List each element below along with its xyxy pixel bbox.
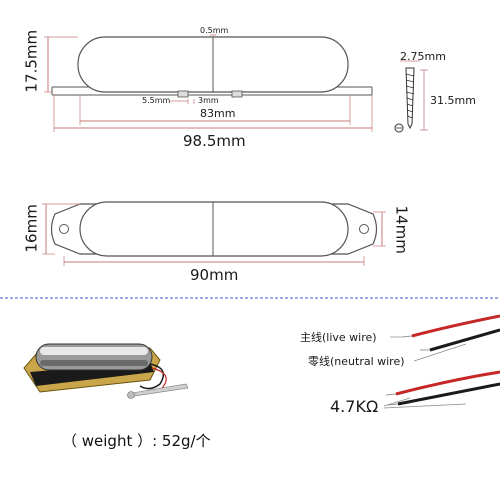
live-wire-red <box>411 314 500 338</box>
wire-bundle <box>383 314 500 409</box>
top-total-length-label: 98.5mm <box>183 132 246 150</box>
screw-shaft <box>405 67 415 130</box>
weight-text: （ weight ）: 52g/个 <box>62 432 211 450</box>
base-pickup-cover <box>79 201 349 257</box>
resistor-wire-black <box>397 382 500 406</box>
top-inner-length-label: 83mm <box>200 107 236 120</box>
base-view <box>42 201 386 266</box>
screw-width-label: 2.75mm <box>400 50 446 63</box>
base-hole-right <box>359 224 369 234</box>
screw-length-label: 31.5mm <box>430 94 476 107</box>
resistor-label: 4.7KΩ <box>330 397 379 416</box>
screw-drawing <box>394 60 428 133</box>
top-screw-left <box>177 90 189 98</box>
live-wire-black <box>429 328 500 352</box>
base-hole-left <box>59 224 69 234</box>
top-view <box>44 34 373 132</box>
resistor-wire-red <box>395 370 500 396</box>
live-wire-label: 主线(live wire) <box>300 331 377 344</box>
base-height-label: 16mm <box>22 204 41 253</box>
top-height-label: 17.5mm <box>22 29 41 93</box>
base-length-label: 90mm <box>190 266 239 284</box>
base-right-height-label: 14mm <box>392 205 411 254</box>
top-screw-size-label: 3mm <box>198 96 219 105</box>
neutral-wire-label: 零线(neutral wire) <box>308 355 405 368</box>
top-screw-offset-label: 5.5mm <box>142 96 171 105</box>
top-gap-label: 0.5mm <box>200 26 229 35</box>
top-screw-right <box>231 90 243 98</box>
product-photo <box>23 343 189 399</box>
